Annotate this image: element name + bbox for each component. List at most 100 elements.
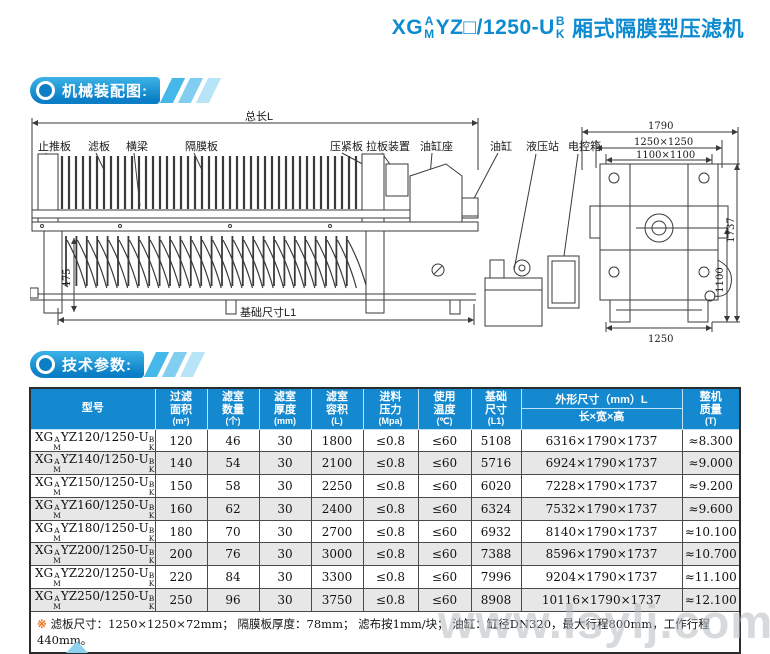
label-plate-puller: 拉板装置 bbox=[366, 139, 410, 153]
header-overall-dims: 外形尺寸（mm）L 长×宽×高 bbox=[520, 387, 683, 430]
cell-volume: 2700 bbox=[310, 519, 364, 544]
cell-thickness: 30 bbox=[258, 496, 312, 521]
section-title-params: 技术参数: bbox=[62, 357, 132, 374]
cell-weight: ≈10.100 bbox=[681, 519, 741, 544]
cell-dims: 7532×1790×1737 bbox=[520, 496, 683, 521]
label-cylinder-seat: 油缸座 bbox=[420, 139, 453, 153]
cell-pressure: ≤0.8 bbox=[362, 587, 419, 612]
cell-foundation: 7996 bbox=[470, 565, 522, 589]
cell-pressure: ≤0.8 bbox=[362, 542, 419, 567]
cell-temp: ≤60 bbox=[417, 565, 472, 589]
cell-chambers: 46 bbox=[206, 428, 260, 453]
cell-chambers: 62 bbox=[206, 496, 260, 521]
cell-weight: ≈8.300 bbox=[681, 428, 741, 453]
cell-area: 220 bbox=[154, 565, 208, 589]
cell-thickness: 30 bbox=[258, 451, 312, 476]
header-weight: 整机质量(T) bbox=[681, 387, 741, 430]
cell-dims: 9204×1790×1737 bbox=[520, 565, 683, 589]
cell-foundation: 6020 bbox=[470, 474, 522, 498]
section-title-assembly: 机械装配图: bbox=[62, 83, 148, 100]
label-total-length: 总长L bbox=[245, 110, 273, 123]
cell-area: 180 bbox=[154, 519, 208, 544]
cell-foundation: 7388 bbox=[470, 542, 522, 567]
title-prefix: XG bbox=[391, 16, 424, 39]
cell-chambers: 84 bbox=[206, 565, 260, 589]
cell-dims: 6924×1790×1737 bbox=[520, 451, 683, 476]
dim-front-width: 1790 bbox=[648, 121, 673, 132]
label-thrust-plate: 止推板 bbox=[38, 139, 71, 153]
cell-area: 120 bbox=[154, 428, 208, 453]
cell-volume: 2400 bbox=[310, 496, 364, 521]
cell-weight: ≈10.700 bbox=[681, 542, 741, 567]
dim-center-height: 1100 bbox=[715, 267, 726, 292]
header-model: 型号 bbox=[29, 387, 156, 430]
cell-thickness: 30 bbox=[258, 587, 312, 612]
title-suffix: 厢式隔膜型压滤机 bbox=[572, 18, 744, 41]
cell-foundation: 8908 bbox=[470, 587, 522, 612]
cell-pressure: ≤0.8 bbox=[362, 496, 419, 521]
header-temperature: 使用温度(℃) bbox=[417, 387, 472, 430]
label-hydraulic-station: 液压站 bbox=[526, 139, 559, 153]
cell-weight: ≈11.100 bbox=[681, 565, 741, 589]
note-text: 滤板尺寸：1250×1250×72mm； 隔膜板厚度：78mm； 滤布按1mm/… bbox=[37, 616, 710, 647]
bullet-circle-icon bbox=[36, 81, 55, 100]
dim-total-height: 1737 bbox=[726, 217, 737, 242]
label-pressing-plate: 压紧板 bbox=[330, 139, 363, 153]
dim-plate-size: 1250×1250 bbox=[634, 137, 693, 148]
cell-pressure: ≤0.8 bbox=[362, 565, 419, 589]
cell-pressure: ≤0.8 bbox=[362, 519, 419, 544]
corner-triangle-icon bbox=[66, 641, 88, 653]
cell-dims: 7228×1790×1737 bbox=[520, 474, 683, 498]
dim-leg-height: 475 bbox=[62, 268, 73, 287]
label-foundation: 基础尺寸L1 bbox=[240, 305, 296, 319]
cell-temp: ≤60 bbox=[417, 474, 472, 498]
cell-area: 160 bbox=[154, 496, 208, 521]
cell-volume: 3000 bbox=[310, 542, 364, 567]
table-note-row: ※滤板尺寸：1250×1250×72mm； 隔膜板厚度：78mm； 滤布按1mm… bbox=[29, 610, 741, 654]
cell-volume: 2100 bbox=[310, 451, 364, 476]
cell-area: 250 bbox=[154, 587, 208, 612]
cell-temp: ≤60 bbox=[417, 542, 472, 567]
bullet-circle-icon bbox=[36, 355, 55, 374]
header-filter-area: 过滤面积(m²) bbox=[154, 387, 208, 430]
cell-temp: ≤60 bbox=[417, 587, 472, 612]
cell-temp: ≤60 bbox=[417, 428, 472, 453]
cell-pressure: ≤0.8 bbox=[362, 474, 419, 498]
label-control-box: 电控箱 bbox=[568, 139, 601, 153]
banner-stripes-icon bbox=[159, 78, 222, 103]
label-cylinder: 油缸 bbox=[490, 139, 512, 153]
assembly-diagram: 总长L 止推板 滤板 横梁 隔膜板 压紧板 拉板装置 油缸座 油缸 液压站 电控… bbox=[30, 110, 740, 345]
label-beam: 横梁 bbox=[126, 139, 148, 153]
cell-foundation: 5108 bbox=[470, 428, 522, 453]
cell-chambers: 96 bbox=[206, 587, 260, 612]
banner-stripes-icon bbox=[143, 352, 206, 377]
cell-area: 200 bbox=[154, 542, 208, 567]
cell-pressure: ≤0.8 bbox=[362, 428, 419, 453]
note-cell: ※滤板尺寸：1250×1250×72mm； 隔膜板厚度：78mm； 滤布按1mm… bbox=[29, 610, 741, 654]
header-foundation: 基础尺寸(L1) bbox=[470, 387, 522, 430]
cell-dims: 8596×1790×1737 bbox=[520, 542, 683, 567]
parameters-table: 型号 过滤面积(m²) 滤室数量(个) 滤室厚度(mm) 滤室容积(L) 进料压… bbox=[29, 387, 741, 654]
cell-weight: ≈12.100 bbox=[681, 587, 741, 612]
cell-area: 150 bbox=[154, 474, 208, 498]
cell-pressure: ≤0.8 bbox=[362, 451, 419, 476]
cell-foundation: 6324 bbox=[470, 496, 522, 521]
cell-dims: 10116×1790×1737 bbox=[520, 587, 683, 612]
cell-weight: ≈9.600 bbox=[681, 496, 741, 521]
header-chamber-thickness: 滤室厚度(mm) bbox=[258, 387, 312, 430]
cell-volume: 3750 bbox=[310, 587, 364, 612]
header-chamber-volume: 滤室容积(L) bbox=[310, 387, 364, 430]
